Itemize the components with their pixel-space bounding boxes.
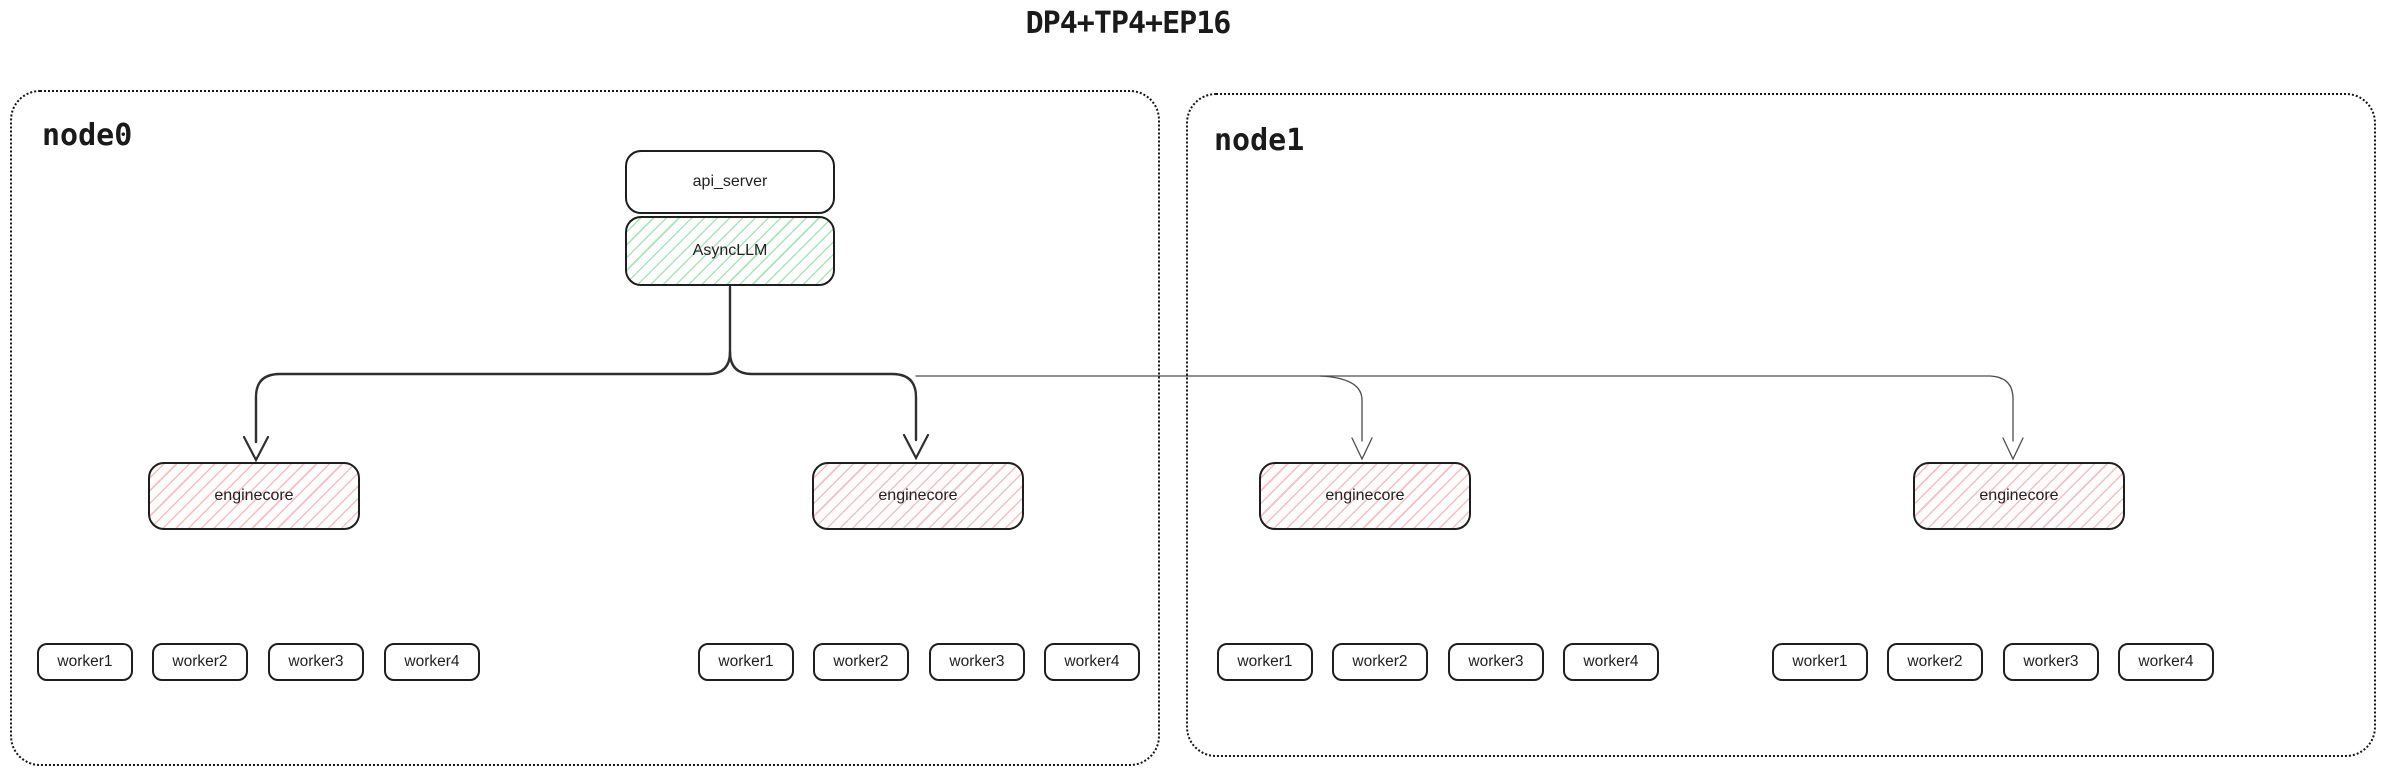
diagram-title: DP4+TP4+EP16 xyxy=(1025,6,1232,41)
worker-label: worker1 xyxy=(1792,653,1848,670)
node1-label: node1 xyxy=(1214,123,1305,158)
worker-label: worker3 xyxy=(1468,653,1524,670)
enginecore-box-node0-1: enginecore xyxy=(148,462,360,530)
worker-box: worker1 xyxy=(1217,643,1313,681)
worker-label: worker3 xyxy=(2023,653,2079,670)
enginecore-label: enginecore xyxy=(1979,487,2059,504)
enginecore-label: enginecore xyxy=(1325,487,1405,504)
worker-label: worker3 xyxy=(288,653,344,670)
worker-label: worker2 xyxy=(172,653,228,670)
worker-label: worker4 xyxy=(1064,653,1120,670)
node0-label: node0 xyxy=(42,118,133,153)
worker-label: worker3 xyxy=(949,653,1005,670)
worker-label: worker4 xyxy=(404,653,460,670)
worker-box: worker4 xyxy=(384,643,480,681)
worker-box: worker2 xyxy=(1887,643,1983,681)
enginecore-box-node1-1: enginecore xyxy=(1259,462,1471,530)
worker-box: worker2 xyxy=(152,643,248,681)
worker-box: worker3 xyxy=(929,643,1025,681)
worker-label: worker2 xyxy=(1907,653,1963,670)
worker-box: worker1 xyxy=(37,643,133,681)
worker-box: worker2 xyxy=(813,643,909,681)
enginecore-box-node0-2: enginecore xyxy=(812,462,1024,530)
api-server-box: api_server xyxy=(625,150,835,214)
worker-label: worker2 xyxy=(1352,653,1408,670)
enginecore-label: enginecore xyxy=(878,487,958,504)
enginecore-label: enginecore xyxy=(214,487,294,504)
worker-label: worker1 xyxy=(1237,653,1293,670)
asyncllm-box: AsyncLLM xyxy=(625,216,835,286)
worker-box: worker4 xyxy=(1563,643,1659,681)
worker-label: worker1 xyxy=(718,653,774,670)
worker-box: worker2 xyxy=(1332,643,1428,681)
enginecore-box-node1-2: enginecore xyxy=(1913,462,2125,530)
api-server-label: api_server xyxy=(692,173,768,190)
worker-box: worker1 xyxy=(698,643,794,681)
worker-box: worker3 xyxy=(2003,643,2099,681)
asyncllm-label: AsyncLLM xyxy=(692,242,768,259)
worker-box: worker3 xyxy=(1448,643,1544,681)
worker-label: worker4 xyxy=(2138,653,2194,670)
worker-label: worker4 xyxy=(1583,653,1639,670)
worker-box: worker3 xyxy=(268,643,364,681)
worker-box: worker4 xyxy=(1044,643,1140,681)
worker-label: worker2 xyxy=(833,653,889,670)
worker-label: worker1 xyxy=(57,653,113,670)
worker-box: worker4 xyxy=(2118,643,2214,681)
worker-box: worker1 xyxy=(1772,643,1868,681)
